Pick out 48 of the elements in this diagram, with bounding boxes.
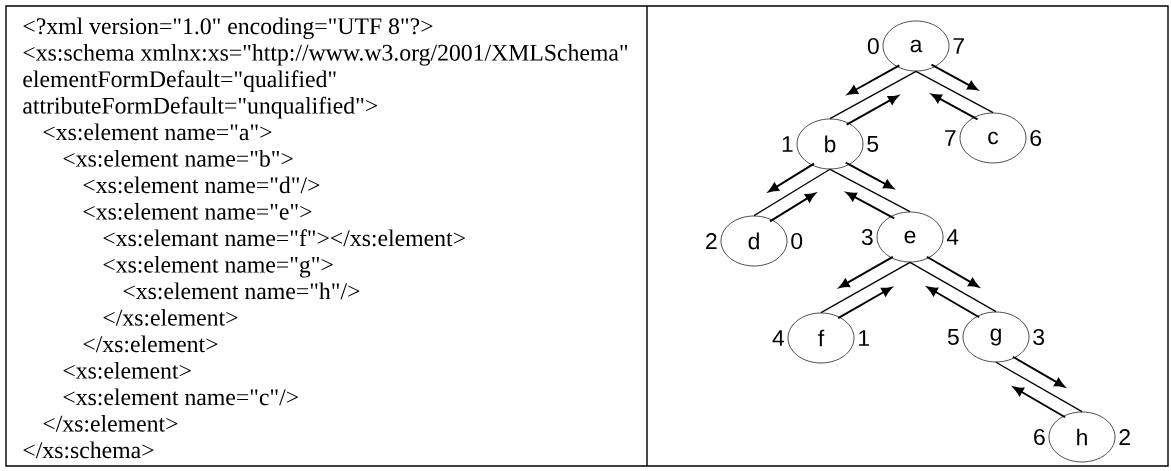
tree-node: e: [876, 211, 944, 263]
code-line: </xs:element>: [43, 415, 178, 432]
order-number: 1: [782, 136, 793, 152]
code-line: <xs:element name="b">: [63, 150, 293, 167]
tree-edge: [829, 70, 917, 120]
code-line: </xs:element>: [103, 309, 238, 326]
tree-edge: [909, 261, 997, 313]
tree-node: d: [720, 215, 788, 267]
tree-node: b: [796, 118, 864, 170]
order-number: 0: [867, 37, 879, 55]
code-line: <xs:element name="g">: [103, 256, 333, 278]
tree-edge: [995, 361, 1083, 413]
code-line: <xs:element>: [63, 362, 191, 379]
tree-edge: [820, 261, 911, 314]
order-number: 7: [945, 130, 956, 146]
code-line: </xs:element>: [83, 335, 218, 353]
tree-edge: [829, 168, 911, 213]
order-number: 3: [861, 228, 873, 246]
code-line: <xs:elemant name="f"></xs:element>: [103, 229, 465, 247]
order-number: 5: [867, 136, 879, 152]
order-number: 6: [1034, 428, 1045, 446]
code-line: <xs:element name="c"/>: [63, 388, 298, 406]
tree-node: h: [1048, 411, 1116, 463]
code-line: <xs:element name="d"/>: [83, 176, 320, 194]
code-line: <xs:element name="a">: [43, 123, 272, 141]
order-number: 2: [1119, 429, 1130, 445]
tree-node: a: [882, 20, 950, 72]
code-line: <xs:element name="h"/>: [123, 282, 360, 300]
order-number: 7: [953, 38, 964, 54]
order-number: 4: [946, 229, 959, 245]
code-line: </xs:schema>: [23, 441, 154, 459]
order-number: 5: [947, 329, 959, 345]
code-line: attributeFormDefault="unqualified">: [23, 96, 377, 119]
code-line: elementFormDefault="qualified": [23, 70, 336, 93]
order-number: 6: [1030, 129, 1042, 147]
tree-node: f: [787, 312, 855, 364]
order-number: 3: [1033, 328, 1045, 346]
tree-node: g: [962, 311, 1030, 363]
tree-edge: [753, 168, 831, 217]
order-number: 0: [791, 232, 803, 250]
order-number: 1: [859, 330, 869, 346]
code-line: <xs:schema xmlnx:xs="http://www.w3.org/2001/XMLSchema": [23, 44, 628, 66]
order-number: 4: [772, 330, 784, 346]
tree-node: c: [959, 112, 1027, 164]
code-line: <xs:element name="e">: [83, 203, 312, 220]
tree-edge: [915, 70, 994, 114]
order-number: 2: [706, 233, 717, 249]
code-line: <?xml version="1.0" encoding="UTF 8"?>: [23, 17, 433, 40]
